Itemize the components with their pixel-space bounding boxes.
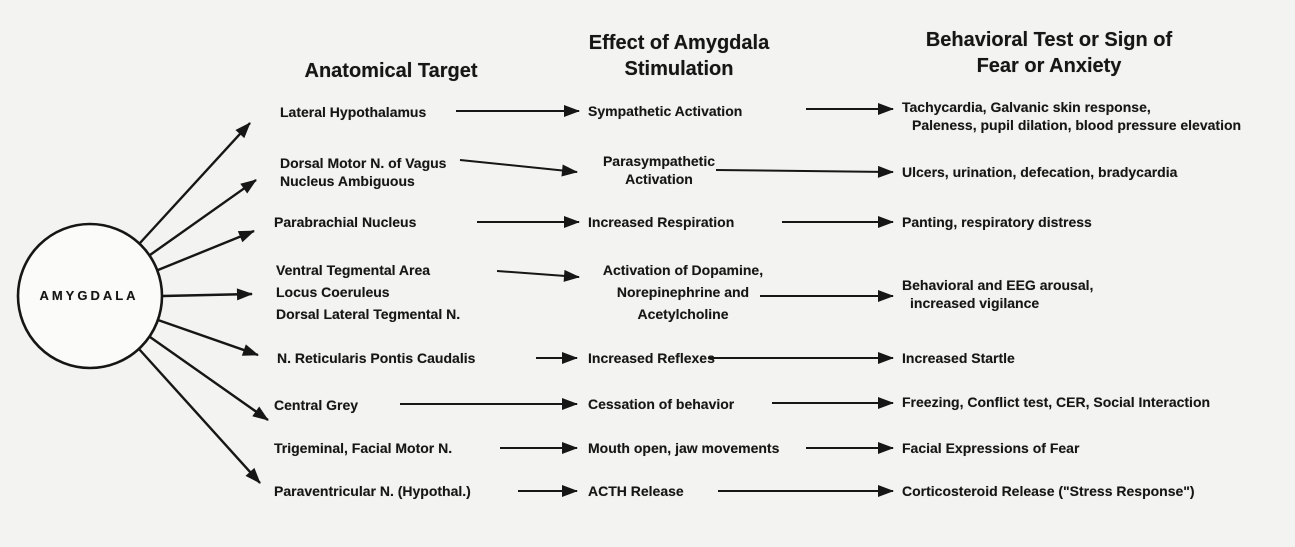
effect-line: Cessation of behavior	[588, 396, 735, 412]
target-line: Dorsal Lateral Tegmental N.	[276, 306, 461, 322]
behavior-line: increased vigilance	[910, 295, 1040, 311]
column-header-behavior: Behavioral Test or Sign of Fear or Anxie…	[869, 27, 1229, 79]
fan-arrow	[149, 336, 269, 421]
target-effect-arrow	[496, 269, 580, 282]
target-line: Central Grey	[274, 397, 359, 413]
behavior-line: Paleness, pupil dilation, blood pressure…	[912, 117, 1242, 133]
amygdala-node-label: AMYGDALA	[39, 288, 139, 303]
column-header-effect: Effect of Amygdala Stimulation	[519, 30, 839, 82]
fan-arrow	[139, 122, 251, 244]
effect-line: Activation	[625, 171, 693, 187]
effect-line: Activation of Dopamine,	[602, 262, 764, 278]
behavior-label: Corticosteroid Release ("Stress Response…	[902, 482, 1195, 500]
behavior-line: Tachycardia, Galvanic skin response,	[902, 99, 1151, 115]
effect-label: Sympathetic Activation	[588, 102, 742, 120]
fan-arrow	[138, 348, 261, 484]
effect-label: ACTH Release	[588, 482, 684, 500]
target-line: Parabrachial Nucleus	[274, 214, 417, 230]
target-effect-arrow	[459, 159, 578, 177]
target-line: Dorsal Motor N. of Vagus	[280, 155, 447, 171]
fan-arrow	[157, 229, 255, 272]
behavior-line: Behavioral and EEG arousal,	[902, 277, 1094, 293]
target-label: N. Reticularis Pontis Caudalis	[277, 349, 475, 367]
amygdala-circle	[16, 222, 164, 370]
target-line: Locus Coeruleus	[276, 284, 390, 300]
column-header-behavior-line1: Behavioral Test or Sign of	[925, 29, 1173, 51]
effect-label: Increased Reflexes	[588, 349, 715, 367]
target-line: Nucleus Ambiguous	[280, 173, 415, 189]
column-header-anatomical-target: Anatomical Target	[304, 60, 478, 82]
target-label: Trigeminal, Facial Motor N.	[274, 439, 452, 457]
target-label: Dorsal Motor N. of Vagus Nucleus Ambiguo…	[280, 154, 446, 190]
column-header-effect-line1: Effect of Amygdala	[588, 32, 770, 54]
target-label: Ventral Tegmental Area Locus Coeruleus D…	[276, 259, 460, 325]
target-line: Lateral Hypothalamus	[280, 104, 427, 120]
target-label: Central Grey	[274, 396, 358, 414]
behavior-label: Increased Startle	[902, 349, 1015, 367]
behavior-line: Increased Startle	[902, 350, 1015, 366]
effect-line: Acetylcholine	[637, 306, 729, 322]
behavior-label: Tachycardia, Galvanic skin response, Pal…	[902, 98, 1241, 134]
effect-line: Parasympathetic	[602, 153, 716, 169]
behavior-line: Freezing, Conflict test, CER, Social Int…	[902, 394, 1211, 410]
effect-line: Increased Reflexes	[588, 350, 715, 366]
column-header-effect-line2: Stimulation	[624, 58, 734, 80]
column-header-behavior-line2: Fear or Anxiety	[976, 55, 1122, 77]
behavior-line: Ulcers, urination, defecation, bradycard…	[902, 164, 1178, 180]
effect-label: Parasympathetic Activation	[584, 152, 734, 188]
target-line: Paraventricular N. (Hypothal.)	[274, 483, 471, 499]
effect-line: Increased Respiration	[588, 214, 735, 230]
fan-arrow	[149, 179, 257, 256]
effect-label: Activation of Dopamine, Norepinephrine a…	[588, 259, 778, 325]
fan-arrow	[157, 318, 259, 357]
target-effect-arrow-group	[400, 105, 580, 497]
target-line: N. Reticularis Pontis Caudalis	[277, 350, 476, 366]
behavior-line: Panting, respiratory distress	[902, 214, 1092, 230]
behavior-line: Corticosteroid Release ("Stress Response…	[902, 483, 1195, 499]
target-label: Parabrachial Nucleus	[274, 213, 416, 231]
target-label: Paraventricular N. (Hypothal.)	[274, 482, 471, 500]
behavior-label: Behavioral and EEG arousal, increased vi…	[902, 276, 1093, 312]
effect-label: Increased Respiration	[588, 213, 734, 231]
effect-line: Sympathetic Activation	[588, 103, 743, 119]
fan-arrow	[162, 288, 253, 301]
behavior-label: Freezing, Conflict test, CER, Social Int…	[902, 393, 1210, 411]
effect-line: Mouth open, jaw movements	[588, 440, 780, 456]
target-label: Lateral Hypothalamus	[280, 103, 426, 121]
behavior-label: Panting, respiratory distress	[902, 213, 1092, 231]
effect-behavior-arrow-group	[708, 103, 894, 497]
target-line: Trigeminal, Facial Motor N.	[274, 440, 453, 456]
effect-label: Mouth open, jaw movements	[588, 439, 779, 457]
behavior-label: Facial Expressions of Fear	[902, 439, 1079, 457]
target-line: Ventral Tegmental Area	[276, 262, 431, 278]
fan-arrow-group	[138, 122, 269, 484]
effect-line: ACTH Release	[588, 483, 684, 499]
effect-line: Norepinephrine and	[616, 284, 750, 300]
effect-behavior-arrow	[715, 165, 894, 178]
effect-label: Cessation of behavior	[588, 395, 734, 413]
behavior-line: Facial Expressions of Fear	[902, 440, 1080, 456]
behavior-label: Ulcers, urination, defecation, bradycard…	[902, 163, 1177, 181]
